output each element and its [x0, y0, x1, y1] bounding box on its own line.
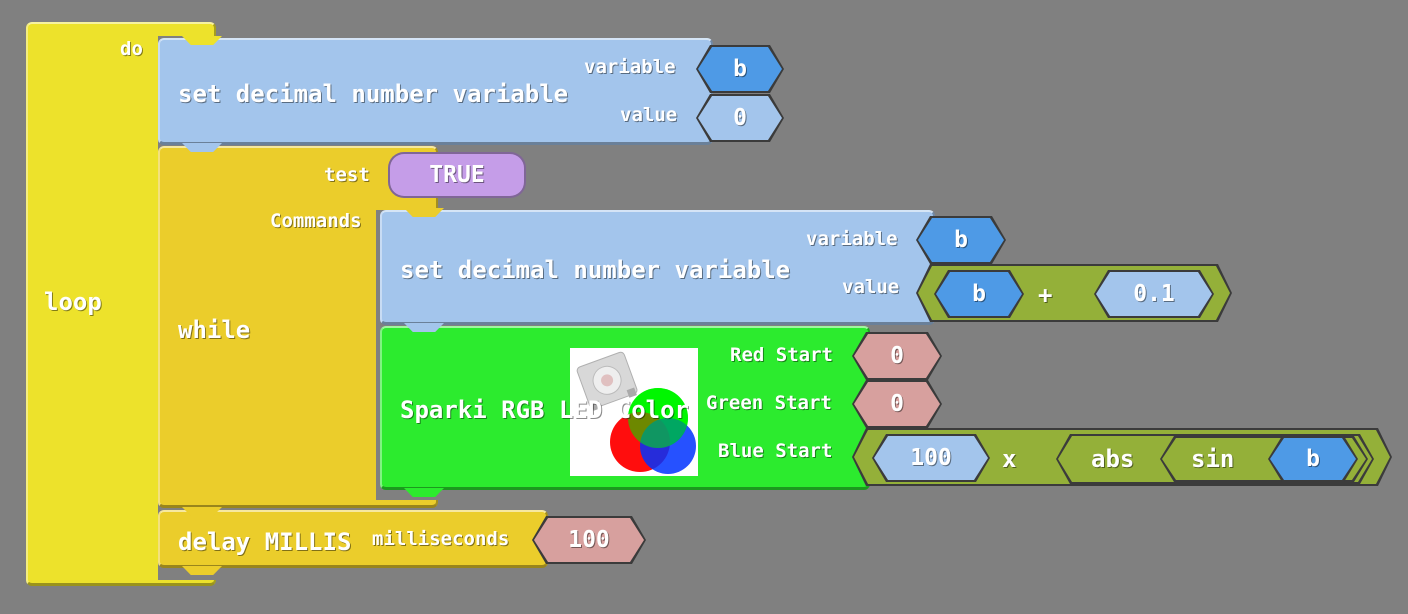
value-label: value — [620, 104, 678, 126]
while-label: while — [178, 316, 251, 344]
while-test-label: test — [324, 164, 370, 186]
addition-right-number-chip[interactable]: 0.1 — [1096, 272, 1212, 316]
variable-b-chip[interactable]: b — [698, 47, 782, 91]
milliseconds-label: milliseconds — [372, 528, 510, 550]
red-start-label: Red Start — [730, 344, 833, 366]
delay-block[interactable] — [158, 510, 548, 568]
loop-do-label: do — [120, 38, 143, 60]
led-chip-icon — [576, 351, 638, 411]
blue-start-label: Blue Start — [718, 440, 833, 462]
rgb-led-label: Sparki RGB LED Color — [400, 396, 689, 424]
rgb-led-notch — [404, 323, 444, 332]
multiply-left-number-chip[interactable]: 100 — [874, 436, 988, 480]
delay-bottom-notch — [182, 566, 222, 575]
set-increment-label: set decimal number variable — [400, 256, 791, 284]
true-boolean-block[interactable]: TRUE — [388, 152, 526, 198]
abs-function-label: abs — [1091, 445, 1135, 473]
red-value-chip[interactable]: 0 — [854, 334, 940, 378]
increment-variable-label: variable — [806, 228, 898, 250]
set-increment-notch — [404, 208, 444, 217]
addition-left-b-chip[interactable]: b — [936, 272, 1022, 316]
delay-label: delay MILLIS — [178, 528, 352, 556]
set-variable-notch — [182, 36, 222, 45]
set-variable-block[interactable] — [158, 38, 713, 145]
sin-argument-b-chip[interactable]: b — [1270, 438, 1356, 480]
rgb-color-wheel-icon — [576, 351, 696, 474]
increment-variable-chip[interactable]: b — [918, 218, 1004, 262]
set-variable-label: set decimal number variable — [178, 80, 569, 108]
rgb-led-image — [570, 348, 698, 476]
while-notch — [182, 143, 222, 152]
green-value-chip[interactable]: 0 — [854, 382, 940, 426]
delay-notch — [182, 507, 222, 516]
loop-label: loop — [44, 288, 102, 316]
set-variable-increment-block[interactable] — [380, 210, 935, 325]
increment-value-label: value — [842, 276, 900, 298]
while-commands-label: Commands — [270, 210, 362, 232]
milliseconds-value-chip[interactable]: 100 — [534, 518, 644, 562]
rgb-led-bottom-notch — [404, 488, 444, 497]
multiply-operator: x — [1002, 445, 1017, 473]
variable-label: variable — [584, 56, 676, 78]
sin-function-label: sin — [1191, 445, 1235, 473]
green-start-label: Green Start — [706, 392, 832, 414]
value-zero-chip[interactable]: 0 — [698, 96, 782, 140]
addition-operator: + — [1038, 281, 1053, 309]
